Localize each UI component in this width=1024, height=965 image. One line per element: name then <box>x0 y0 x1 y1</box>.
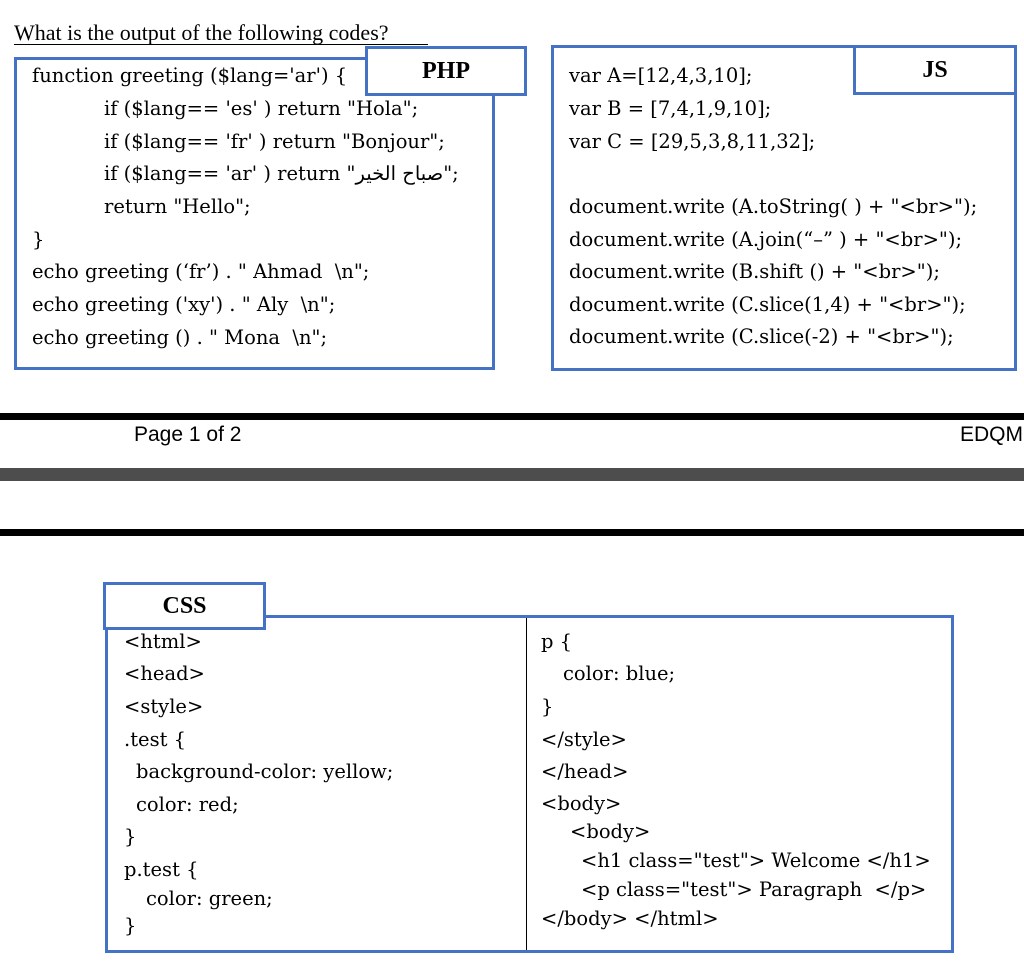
css-left-line: <style> <box>124 695 204 718</box>
css-right-line: <body> <box>570 820 651 843</box>
php-line: echo greeting () . " Mona \n"; <box>32 326 328 349</box>
css-label: CSS <box>103 582 266 630</box>
css-right-line: color: blue; <box>563 662 676 685</box>
js-line: var B = [7,4,1,9,10]; <box>569 97 772 120</box>
js-line: document.write (C.slice(-2) + "<br>"); <box>569 325 954 348</box>
php-label: PHP <box>365 46 527 96</box>
css-right-line: p { <box>541 630 573 653</box>
js-code-panel <box>551 45 1017 371</box>
css-right-line: </style> <box>541 728 627 751</box>
php-line: } <box>32 228 45 251</box>
css-left-line: } <box>124 914 137 937</box>
js-line: document.write (B.shift () + "<br>"); <box>569 260 940 283</box>
header-rule <box>0 529 1024 536</box>
css-right-line: <h1 class="test"> Welcome </h1> <box>581 849 931 872</box>
js-line: var C = [29,5,3,8,11,32]; <box>569 130 816 153</box>
question-text: What is the output of the following code… <box>14 20 389 45</box>
css-right-line: <p class="test"> Paragraph </p> <box>581 878 927 901</box>
footer-brand: EDQM <box>960 423 1023 446</box>
js-label: JS <box>853 45 1017 95</box>
css-left-line: } <box>124 825 137 848</box>
php-line: if ($lang== 'es' ) return "Hola"; <box>104 97 419 120</box>
php-line: if ($lang== 'ar' ) return "صباح الخير"; <box>104 162 459 185</box>
php-line: function greeting ($lang='ar') { <box>32 64 348 87</box>
css-left-line: color: green; <box>146 887 273 910</box>
question-underline <box>14 44 428 45</box>
js-line: document.write (C.slice(1,4) + "<br>"); <box>569 293 966 316</box>
php-line: echo greeting ('xy') . " Aly \n"; <box>32 293 336 316</box>
css-left-line: <html> <box>124 630 202 653</box>
css-code-panel <box>105 615 954 953</box>
css-column-divider <box>526 618 527 950</box>
css-right-line: <body> <box>541 792 622 815</box>
css-right-line: } <box>541 695 554 718</box>
css-right-line: </body> </html> <box>541 907 719 930</box>
php-line: return "Hello"; <box>104 195 251 218</box>
js-line: document.write (A.join(“–” ) + "<br>"); <box>569 228 963 251</box>
footer-top-rule <box>0 413 1024 420</box>
css-left-line: .test { <box>124 728 187 751</box>
js-line: document.write (A.toString( ) + "<br>"); <box>569 195 978 218</box>
css-right-line: </head> <box>541 760 629 783</box>
css-left-line: color: red; <box>136 793 239 816</box>
page-number: Page 1 of 2 <box>134 423 242 446</box>
php-code-panel <box>14 57 495 370</box>
php-line: if ($lang== 'fr' ) return "Bonjour"; <box>104 130 445 153</box>
page-break-gray-bar <box>0 468 1024 481</box>
css-left-line: <head> <box>124 662 205 685</box>
css-left-line: background-color: yellow; <box>136 760 394 783</box>
js-line: var A=[12,4,3,10]; <box>569 64 753 87</box>
php-line: echo greeting (‘fr’) . " Ahmad \n"; <box>32 260 370 283</box>
css-left-line: p.test { <box>124 858 199 881</box>
